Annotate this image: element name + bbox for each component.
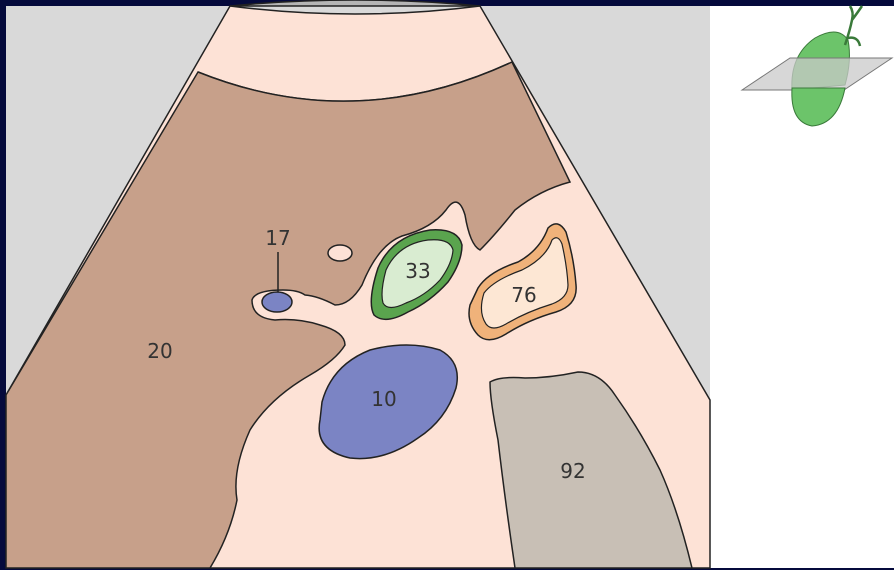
- label-76: 76: [511, 283, 536, 307]
- label-20: 20: [147, 339, 172, 363]
- small-oval: [328, 245, 352, 261]
- label-33: 33: [405, 259, 430, 283]
- label-17: 17: [265, 226, 290, 250]
- label-10: 10: [371, 387, 396, 411]
- transducer-cap: [230, 0, 480, 6]
- label-92: 92: [560, 459, 585, 483]
- structure-17: [262, 292, 292, 312]
- gallbladder-plane-icon: [742, 6, 892, 126]
